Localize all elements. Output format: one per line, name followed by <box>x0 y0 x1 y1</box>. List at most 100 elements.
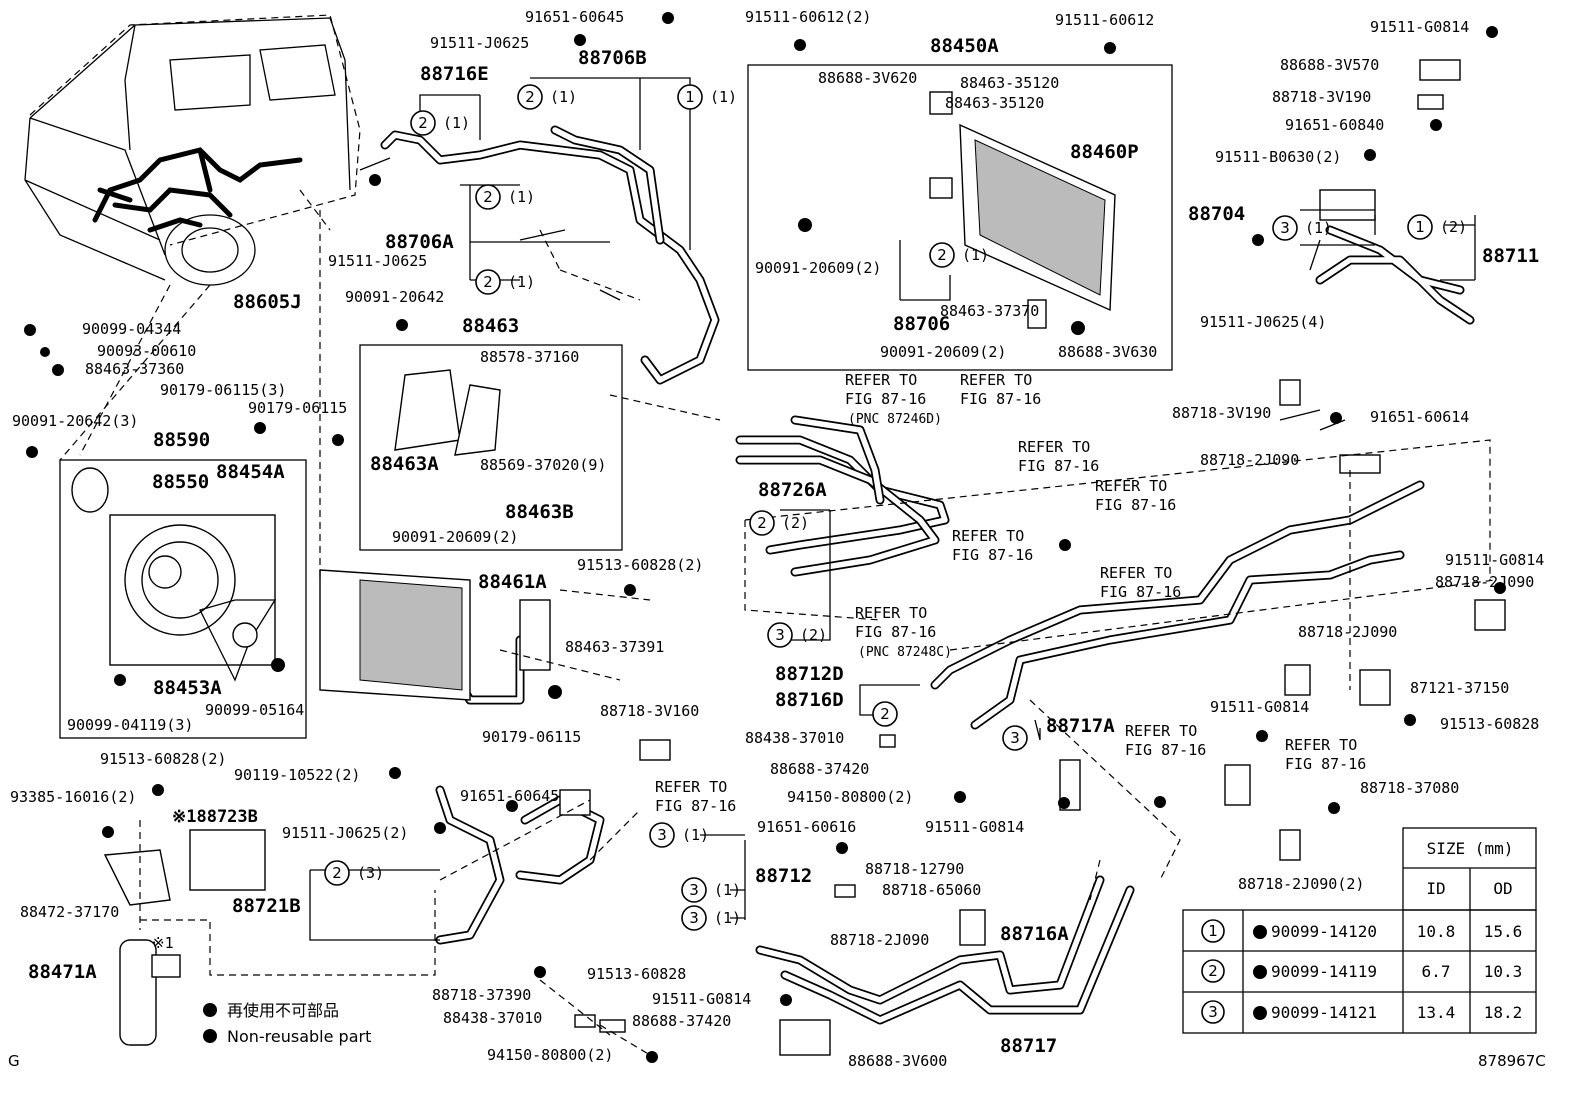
label-88706B: 88706B <box>578 47 647 69</box>
diagram-id: 878967C <box>1478 1052 1546 1070</box>
part-label: 90093-00610 <box>97 342 196 360</box>
part-label: 90119-10522(2) <box>234 766 360 784</box>
condenser-88460P <box>959 123 1116 312</box>
size-table-row: 2 90099-14119 6.7 10.3 <box>1201 959 1523 983</box>
part-label: 93385-16016(2) <box>10 788 136 806</box>
label-88550: 88550 <box>152 471 209 493</box>
part-label: 91651-60614 <box>1370 408 1469 426</box>
part-label: 88688-3V630 <box>1058 343 1157 361</box>
part-label: 91511-G0814 <box>1370 18 1469 36</box>
part-label: 91511-J0625 <box>328 252 427 270</box>
part-label: 90099-04344 <box>82 320 181 338</box>
part-label: 91651-60645 <box>525 8 624 26</box>
part-label: 91651-60616 <box>757 818 856 836</box>
svg-text:3: 3 <box>1280 219 1290 237</box>
part-label: 88688-37420 <box>632 1012 731 1030</box>
row-od: 15.6 <box>1484 922 1523 941</box>
label-88704: 88704 <box>1188 203 1245 225</box>
part-label: 88718-37390 <box>432 986 531 1004</box>
label-88605J: 88605J <box>233 291 302 313</box>
part-label: 90091-20609(2) <box>392 528 518 546</box>
refer-to-fig: FIG 87-16 <box>655 797 736 815</box>
size-table-col-id: ID <box>1426 879 1445 898</box>
label-88460P: 88460P <box>1070 141 1139 163</box>
callout-2: 2 <box>872 701 898 727</box>
svg-text:2: 2 <box>880 705 890 723</box>
label-88463: 88463 <box>462 315 519 337</box>
label-88461A: 88461A <box>478 571 547 593</box>
part-label: 88718-2J090 <box>1200 451 1299 469</box>
part-label: 90091-20609(2) <box>880 343 1006 361</box>
part-label: 88463-35120 <box>945 94 1044 112</box>
refer-labels: REFER TO FIG 87-16 (PNC 87246D) REFER TO… <box>655 371 1366 815</box>
part-label: 88718-2J090 <box>830 931 929 949</box>
pipes <box>340 125 1475 1025</box>
part-label: 91511-J0625(4) <box>1200 313 1326 331</box>
vehicle-illustration <box>24 14 361 461</box>
part-label: 91513-60828(2) <box>100 750 226 768</box>
callout-3: 3 <box>1002 725 1028 751</box>
part-label: 88688-3V600 <box>848 1052 947 1070</box>
callout-suffix: (1) <box>682 826 709 844</box>
callout-3: 3 <box>767 622 793 648</box>
receiver-88471A <box>103 829 266 1046</box>
part-label: 91511-G0814 <box>652 990 751 1008</box>
part-label: 91511-J0625(2) <box>282 824 408 842</box>
part-label: 94150-80800(2) <box>787 788 913 806</box>
refer-to-fig: FIG 87-16 <box>1285 755 1366 773</box>
callout-suffix: (1) <box>508 188 535 206</box>
bracket-box-88463 <box>359 344 623 551</box>
svg-text:3: 3 <box>689 881 699 899</box>
row-key: 3 <box>1208 1003 1218 1021</box>
part-label: 91511-J0625 <box>430 34 529 52</box>
svg-text:2: 2 <box>757 514 767 532</box>
label-88450A: 88450A <box>930 35 999 57</box>
part-label: 88578-37160 <box>480 348 579 366</box>
label-88463B: 88463B <box>505 501 574 523</box>
callout-suffix: (2) <box>1440 218 1467 236</box>
part-label: 88718-3V190 <box>1272 88 1371 106</box>
part-label: 88463-37391 <box>565 638 664 656</box>
non-reusable-dot-icon <box>203 1029 217 1043</box>
refer-to-fig: FIG 87-16 <box>1018 457 1099 475</box>
row-od: 10.3 <box>1484 962 1523 981</box>
label-88463A: 88463A <box>370 453 439 475</box>
row-part: 90099-14121 <box>1271 1003 1377 1022</box>
part-label: 91513-60828(2) <box>577 556 703 574</box>
callout-1: 1 <box>1407 214 1433 240</box>
part-label: 88718-37080 <box>1360 779 1459 797</box>
label-88453A: 88453A <box>153 677 222 699</box>
callout-2: 2 <box>475 269 501 295</box>
svg-text:3: 3 <box>1010 729 1020 747</box>
part-label: 88718-2J090 <box>1298 623 1397 641</box>
svg-text:3: 3 <box>775 626 785 644</box>
part-label: 90091-20642 <box>345 288 444 306</box>
svg-text:2: 2 <box>937 246 947 264</box>
part-label: 94150-80800(2) <box>487 1046 613 1064</box>
condenser-box-88450A <box>747 64 1173 371</box>
svg-text:3: 3 <box>689 909 699 927</box>
part-label: 91511-G0814 <box>1210 698 1309 716</box>
callout-suffix: (1) <box>962 246 989 264</box>
part-label: 90091-20642(3) <box>12 412 138 430</box>
non-reusable-dot-icon <box>203 1003 217 1017</box>
part-label: 88463-37370 <box>940 302 1039 320</box>
refer-to-pnc: (PNC 87246D) <box>848 412 942 427</box>
part-label: 88688-3V620 <box>818 69 917 87</box>
callout-suffix: (2) <box>800 626 827 644</box>
callout-2: 2 <box>475 184 501 210</box>
row-key: 2 <box>1208 962 1218 980</box>
part-label: 91511-60612 <box>1055 11 1154 29</box>
refer-to-fig: FIG 87-16 <box>845 390 926 408</box>
callout-suffix: (1) <box>508 273 535 291</box>
part-label: 91651-60840 <box>1285 116 1384 134</box>
svg-text:1: 1 <box>685 88 695 106</box>
part-label: 88463-37360 <box>85 360 184 378</box>
legend-jp: 再使用不可部品 <box>227 1001 339 1020</box>
callout-suffix: (1) <box>550 88 577 106</box>
callout-2: 2 <box>324 860 350 886</box>
part-label: 91513-60828 <box>1440 715 1539 733</box>
callout-suffix: (1) <box>714 909 741 927</box>
label-88471A: 88471A <box>28 961 97 983</box>
